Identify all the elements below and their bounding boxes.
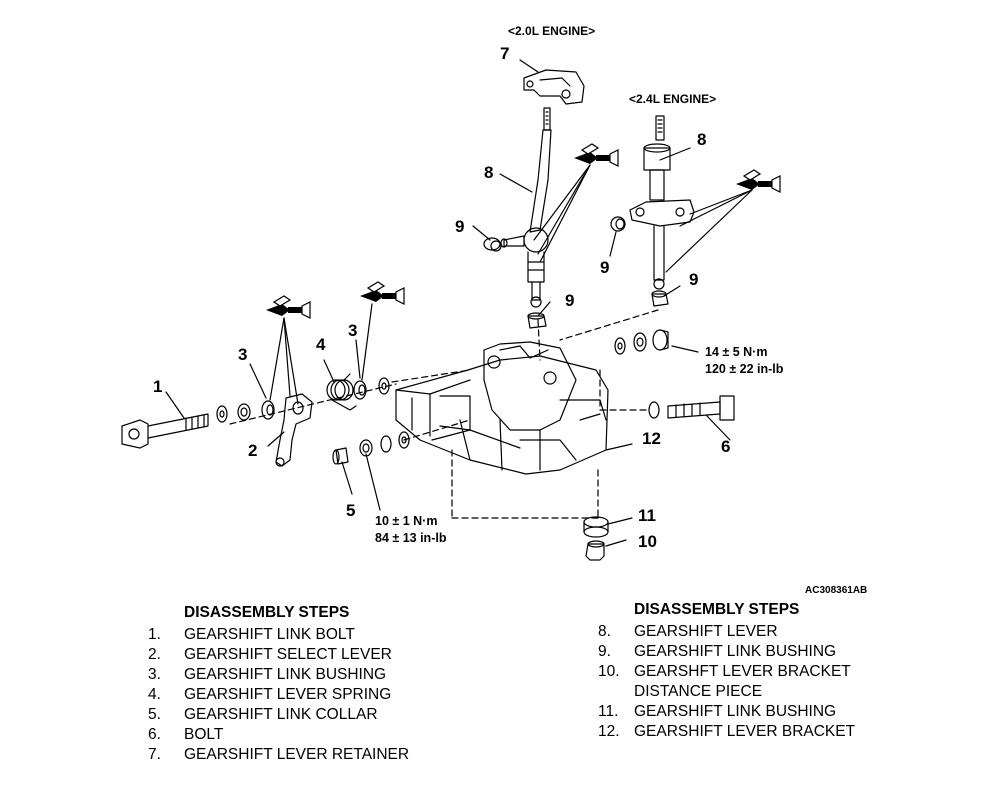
step-item: 12. GEARSHIFT LEVER BRACKET [598,722,855,742]
step-item: 2. GEARSHIFT SELECT LEVER [148,645,409,665]
part-6-bolt [648,395,735,421]
step-item: 9. GEARSHIFT LINK BUSHING [598,642,855,662]
callout-9: 9 [455,217,465,236]
torque-nm: 14 ± 5 N·m [705,345,768,359]
step-item: 3. GEARSHIFT LINK BUSHING [148,665,409,685]
callout-10: 10 [638,532,657,551]
part-11-bushing [583,516,609,538]
step-text: GEARSHIFT SELECT LEVER [184,646,392,663]
left-fasteners [359,377,410,457]
part-8-lever-24 [629,115,695,290]
step-number: 2. [148,646,161,663]
torque-inlb: 120 ± 22 in-lb [705,362,784,376]
step-item: 4. GEARSHIFT LEVER SPRING [148,685,409,705]
callout-1: 1 [153,377,163,396]
step-item: DISTANCE PIECE [598,682,855,702]
callout-4: 4 [316,335,326,354]
callout-5: 5 [346,501,356,520]
engine-label-2-4l: <2.4L ENGINE> [629,92,717,106]
step-number: 3. [148,666,161,683]
grease-gun-icon [359,281,405,305]
step-text: GEARSHIFT LINK BUSHING [634,703,837,720]
step-item: 10. GEARSHFT LEVER BRACKET [598,662,855,682]
exploded-diagram [121,59,781,561]
step-item: 1. GEARSHIFT LINK BOLT [148,625,409,645]
grease-arrows [269,164,753,405]
torque-nm: 10 ± 1 N·m [375,514,438,528]
part-2-select-lever [275,393,313,467]
step-text: GEARSHFT LEVER BRACKET [634,663,851,680]
part-5-collar [332,447,349,465]
dashed-assembly-lines [229,309,659,519]
callout-9: 9 [600,258,610,277]
callout-2: 2 [248,441,258,460]
part-12-bracket [395,341,609,475]
callout-3: 3 [348,321,358,340]
disassembly-steps-left: DISASSEMBLY STEPS 1.GEARSHIFT LINK BOLT … [148,603,409,765]
disassembly-steps-right: DISASSEMBLY STEPS 8. GEARSHIFT LEVER 9. GE… [598,600,855,742]
callout-9: 9 [689,270,699,289]
bolt-washers [216,403,251,423]
step-number: 8. [598,623,611,640]
part-7-retainer [523,69,585,105]
upper-right-fasteners [614,329,669,355]
step-number: 9. [598,643,611,660]
step-number: 4. [148,686,161,703]
step-text: GEARSHIFT LINK BOLT [184,626,355,643]
step-number: 7. [148,746,161,763]
step-item: 5. GEARSHIFT LINK COLLAR [148,705,409,725]
step-text: GEARSHIFT LINK BUSHING [184,666,387,683]
part-1-link-bolt [121,413,209,449]
callout-3: 3 [238,345,248,364]
step-item: 6. BOLT [148,725,409,745]
step-number: 12. [598,723,620,740]
callout-11: 11 [638,506,656,525]
part-4-spring [326,373,357,411]
step-text: GEARSHIFT LEVER SPRING [184,686,392,703]
callout-9: 9 [565,291,575,310]
step-text: GEARSHIFT LEVER BRACKET [634,723,856,740]
step-text: GEARSHIFT LEVER [634,623,778,640]
step-item: 7. GEARSHIFT LEVER RETAINER [148,745,409,765]
part-3-bushings [261,380,367,420]
step-number: 5. [148,706,161,723]
step-text: GEARSHIFT LEVER RETAINER [184,746,410,763]
step-number: 10. [598,663,620,680]
grease-gun-icon [265,295,311,319]
callout-6: 6 [721,437,731,456]
step-number [598,682,634,702]
step-text: BOLT [184,726,224,743]
torque-spec-lower: 10 ± 1 N·m 84 ± 13 in-lb [375,513,446,547]
torque-spec-upper: 14 ± 5 N·m 120 ± 22 in-lb [705,344,783,378]
part-8-lever-20 [500,107,552,308]
step-item: 11. GEARSHIFT LINK BUSHING [598,702,855,722]
step-text: DISTANCE PIECE [634,683,763,700]
step-item: 8. GEARSHIFT LEVER [598,622,855,642]
part-10-distance-piece [585,540,605,561]
callout-8: 8 [484,163,494,182]
grease-gun-icon [573,143,619,167]
torque-inlb: 84 ± 13 in-lb [375,531,447,545]
leader-lines [165,59,731,547]
grease-gun-icon [735,169,781,193]
engine-label-2-0l: <2.0L ENGINE> [508,24,596,38]
step-number: 6. [148,726,161,743]
callout-8: 8 [697,130,707,149]
step-text: GEARSHIFT LINK BUSHING [634,643,837,660]
callout-12: 12 [642,429,661,448]
callout-7: 7 [500,44,510,63]
part-9-bushings [483,216,669,329]
steps-heading: DISASSEMBLY STEPS [634,601,800,618]
step-number: 11. [598,703,619,720]
step-text: GEARSHIFT LINK COLLAR [184,706,378,723]
figure-reference-code: AC308361AB [805,585,868,596]
steps-heading: DISASSEMBLY STEPS [184,604,350,621]
step-number: 1. [148,626,161,643]
